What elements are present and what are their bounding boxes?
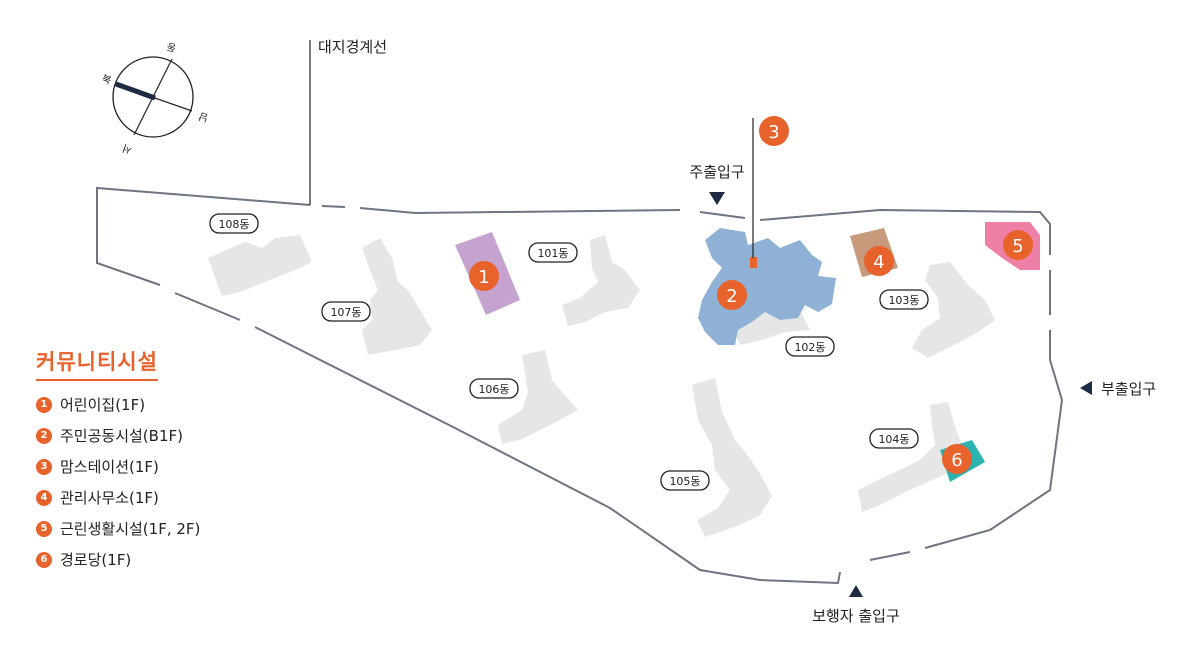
compass-north-needle	[115, 81, 156, 101]
facility-marker-4[interactable]	[864, 246, 894, 276]
boundary-segment	[924, 330, 1064, 549]
boundary-segment	[699, 211, 746, 219]
boundary-segment	[869, 551, 911, 561]
building-label-frame	[469, 378, 519, 399]
mom-station-marker	[750, 257, 757, 268]
legend-list: 1 어린이집(1F) 2 주민공동시설(B1F) 3 맘스테이션(1F) 4 관…	[36, 389, 200, 575]
secondary-entrance-arrow-icon	[1080, 381, 1092, 395]
site-boundary	[96, 186, 1064, 585]
boundary-segment	[359, 207, 681, 215]
legend-item: 1 어린이집(1F)	[36, 389, 200, 420]
legend-item: 6 경로당(1F)	[36, 544, 200, 575]
legend-label: 어린이집(1F)	[60, 396, 146, 414]
community-hall-area	[698, 228, 836, 345]
compass-west-label: 서	[121, 142, 134, 156]
building-label-102: 102동	[794, 341, 825, 354]
building-105	[692, 378, 772, 537]
building-label-frame	[869, 428, 919, 449]
legend-number-badge: 5	[36, 520, 52, 537]
building-101	[562, 235, 640, 326]
legend-label: 경로당(1F)	[60, 551, 132, 569]
boundary-segment	[96, 186, 311, 286]
building-103	[912, 262, 995, 358]
building-label-frame	[321, 301, 371, 322]
main-entrance-label: 주출입구	[689, 163, 744, 181]
legend-number-badge: 6	[36, 551, 52, 568]
legend-label: 관리사무소(1F)	[60, 489, 159, 507]
boundary-label: 대지경계선	[318, 38, 387, 56]
legend-item: 2 주민공동시설(B1F)	[36, 420, 200, 451]
building-label-104: 104동	[878, 433, 909, 446]
boundary-segment	[759, 208, 1051, 255]
building-labels: 108동 107동 101동 102동 103동 106동 105동 104동	[209, 213, 929, 491]
building-106	[498, 350, 578, 444]
main-entrance-arrow-icon	[709, 192, 725, 205]
legend-title: 커뮤니티시설	[36, 346, 158, 381]
facility-marker-6[interactable]	[942, 444, 972, 474]
legend-label: 주민공동시설(B1F)	[60, 427, 183, 445]
entrances: 주출입구 부출입구 보행자 출입구	[689, 163, 1156, 625]
facility-marker-1[interactable]	[469, 261, 499, 291]
building-label-106: 106동	[478, 383, 509, 396]
boundary-segment	[321, 205, 346, 208]
facility-marker-4-number: 4	[873, 252, 884, 273]
facility-marker-2[interactable]	[717, 280, 747, 310]
facility-marker-6-number: 6	[951, 450, 962, 471]
legend-item: 5 근린생활시설(1F, 2F)	[36, 513, 200, 544]
building-label-frame	[660, 470, 710, 491]
secondary-entrance-label: 부출입구	[1101, 380, 1156, 398]
building-label-frame	[209, 213, 259, 234]
building-label-frame	[879, 289, 929, 310]
compass-north-label: 북	[100, 73, 113, 87]
building-label-103: 103동	[888, 294, 919, 307]
pedestrian-entrance-label: 보행자 출입구	[812, 607, 900, 625]
legend: 커뮤니티시설 1 어린이집(1F) 2 주민공동시설(B1F) 3 맘스테이션(…	[36, 346, 200, 575]
pedestrian-entrance-arrow-icon	[849, 585, 863, 597]
boundary-segment	[174, 292, 241, 321]
building-label-108: 108동	[218, 218, 249, 231]
compass: 북 동 남 서	[100, 40, 210, 156]
legend-number-badge: 1	[36, 396, 52, 413]
facility-markers: 1 2 3 4 5 6	[469, 116, 1033, 474]
facility-marker-5-number: 5	[1012, 236, 1023, 257]
legend-label: 근린생활시설(1F, 2F)	[60, 520, 201, 538]
building-label-101: 101동	[537, 247, 568, 260]
legend-label: 맘스테이션(1F)	[60, 458, 159, 476]
building-label-frame	[528, 242, 578, 263]
building-108	[208, 235, 312, 296]
legend-number-badge: 4	[36, 489, 52, 506]
legend-number-badge: 2	[36, 427, 52, 444]
legend-number-badge: 3	[36, 458, 52, 475]
building-label-107: 107동	[330, 306, 361, 319]
building-104	[858, 402, 965, 512]
building-label-105: 105동	[669, 475, 700, 488]
buildings	[208, 235, 995, 537]
legend-item: 3 맘스테이션(1F)	[36, 451, 200, 482]
facility-marker-3[interactable]	[759, 116, 789, 146]
legend-item: 4 관리사무소(1F)	[36, 482, 200, 513]
compass-east-label: 동	[165, 40, 178, 54]
facility-marker-3-number: 3	[768, 122, 779, 143]
facility-marker-1-number: 1	[478, 267, 489, 288]
boundary-segment	[254, 326, 841, 585]
compass-south-label: 남	[197, 110, 210, 124]
facility-marker-5[interactable]	[1003, 230, 1033, 260]
building-label-frame	[785, 336, 835, 357]
building-107	[362, 238, 432, 355]
facility-marker-2-number: 2	[726, 286, 737, 307]
